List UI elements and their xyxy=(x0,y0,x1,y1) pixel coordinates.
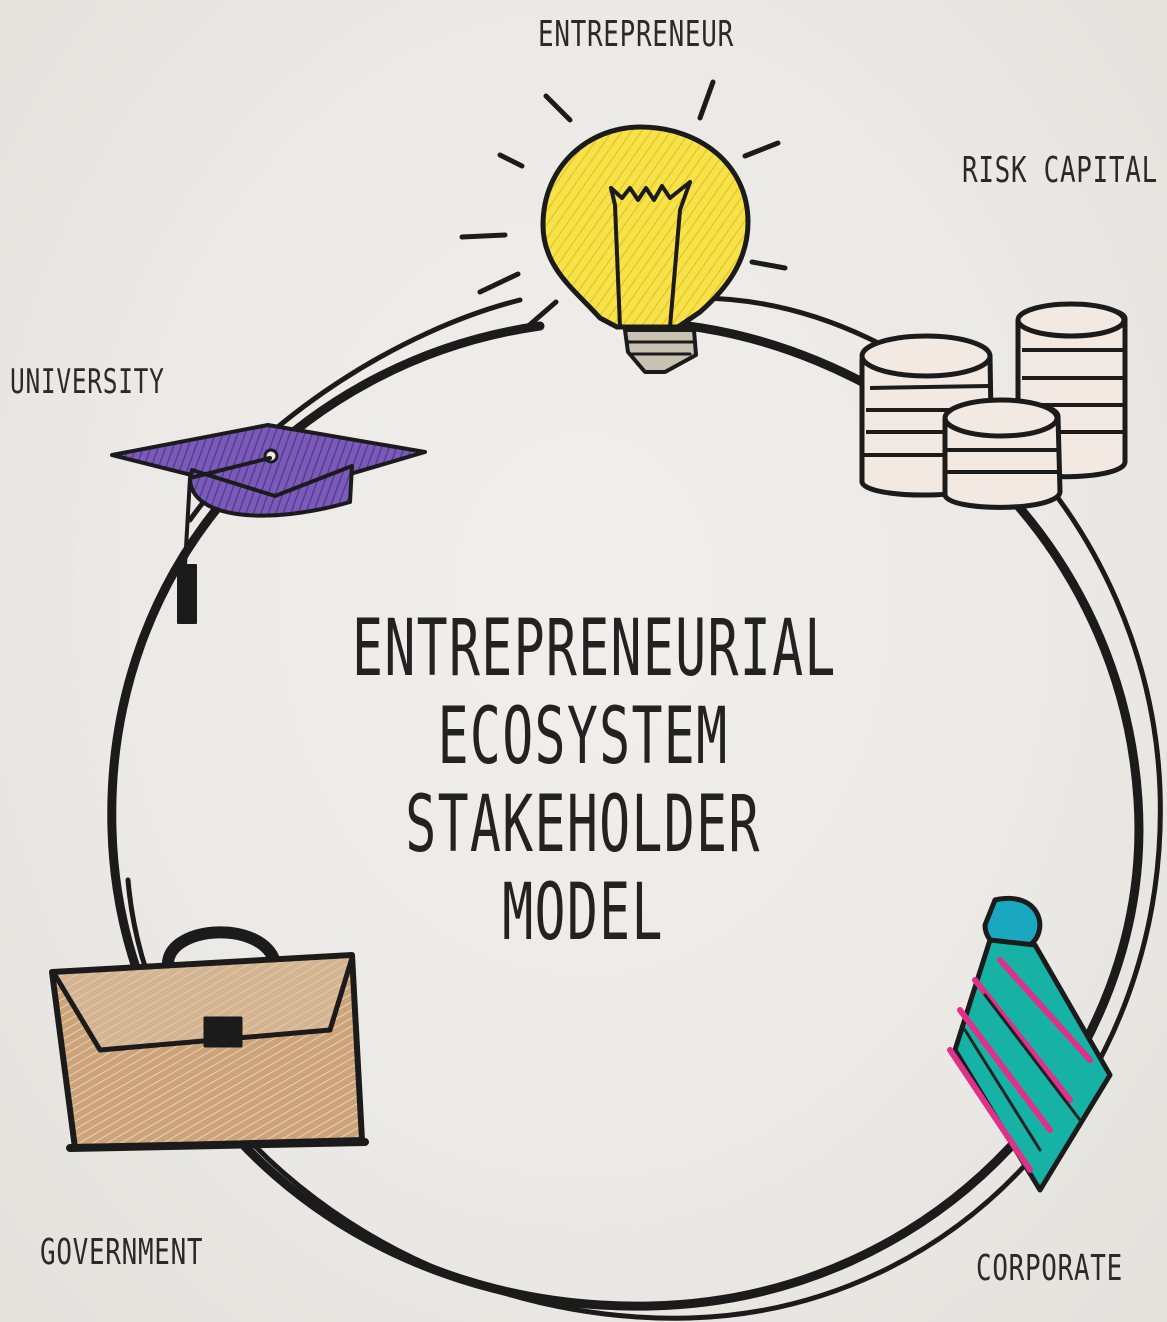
diagram-title: Entrepreneurial ecosystem Stakeholder mo… xyxy=(352,604,837,958)
title-line-3: Stakeholder model xyxy=(405,780,761,958)
university-label: UNIVERSITY xyxy=(10,362,165,402)
title-line-1: Entrepreneurial xyxy=(352,604,837,694)
risk-capital-label: Risk Capital xyxy=(962,150,1158,191)
graduation-cap-icon xyxy=(110,423,427,624)
lightbulb-icon xyxy=(459,79,788,374)
entrepreneur-label: ENTREPRENEUR xyxy=(538,14,734,55)
government-label: GOVERNMENT xyxy=(40,1232,204,1273)
briefcase-icon xyxy=(49,926,369,1152)
necktie-icon xyxy=(947,895,1113,1193)
title-line-2: ecosystem xyxy=(437,692,729,782)
corporate-label: CORPORATE xyxy=(976,1248,1123,1289)
coins-stack-icon xyxy=(859,301,1128,510)
